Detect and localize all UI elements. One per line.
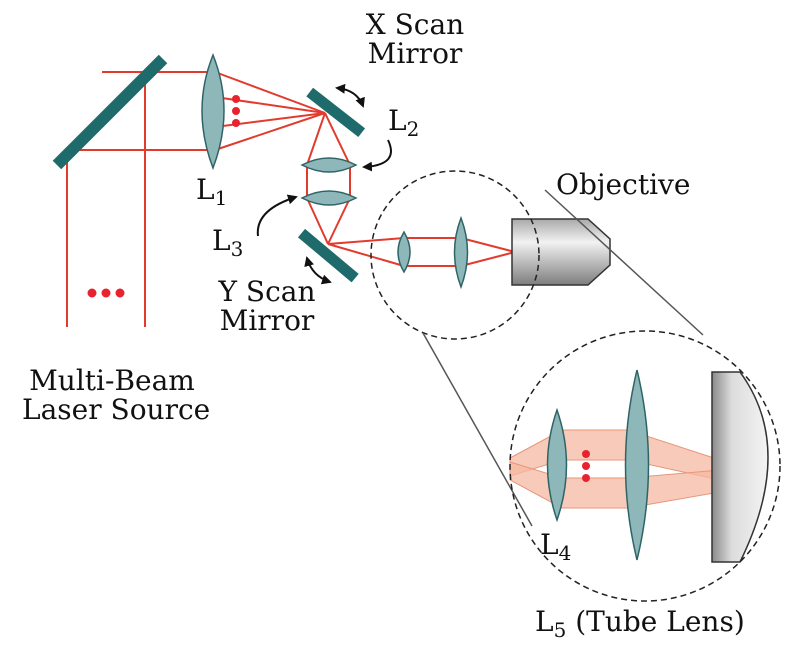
x-scan-mirror-label: X Scan Mirror xyxy=(365,8,465,71)
source-dots xyxy=(87,288,125,298)
y-scan-mirror-label: Y Scan Mirror xyxy=(218,275,316,338)
zoom-circle-small xyxy=(370,170,540,340)
zoom-inset xyxy=(509,330,781,602)
l2-pointer-icon xyxy=(362,139,392,172)
inset-dots xyxy=(582,450,590,482)
x-scan-mirror xyxy=(306,87,366,138)
objective-large xyxy=(711,371,769,563)
lens-l1 xyxy=(201,52,225,171)
beam-l1-to-x-mirror xyxy=(214,71,326,151)
beam-to-objective xyxy=(327,237,516,267)
y-mirror-rotation-icon xyxy=(304,256,332,285)
lens-l2 xyxy=(300,157,358,173)
lens-l4-small xyxy=(397,230,411,274)
zoom-circle-large xyxy=(509,330,781,602)
y-scan-mirror xyxy=(297,228,359,283)
l5-tube-lens-label: L5 (Tube Lens) xyxy=(535,605,745,642)
fold-mirror xyxy=(52,54,168,170)
l1-dots xyxy=(232,95,240,127)
l4-label: L4 xyxy=(540,528,572,565)
lens-l5-large xyxy=(624,369,650,561)
zoom-line-right xyxy=(544,189,704,336)
zoom-line-left xyxy=(422,332,533,527)
laser-source-label: Multi-Beam Laser Source xyxy=(22,364,211,427)
beam-relay-l2-l3 xyxy=(306,112,351,245)
l2-label: L2 xyxy=(388,104,420,141)
laser-beams xyxy=(66,71,215,327)
lens-l4-large xyxy=(546,407,568,523)
lens-l5-small xyxy=(453,215,469,290)
l3-pointer-icon xyxy=(256,194,298,237)
l1-label: L1 xyxy=(196,173,228,210)
l3-label: L3 xyxy=(212,224,244,261)
x-mirror-rotation-icon xyxy=(335,83,365,108)
objective-small xyxy=(511,218,611,286)
lens-l3 xyxy=(300,190,358,206)
objective-label: Objective xyxy=(556,168,691,201)
